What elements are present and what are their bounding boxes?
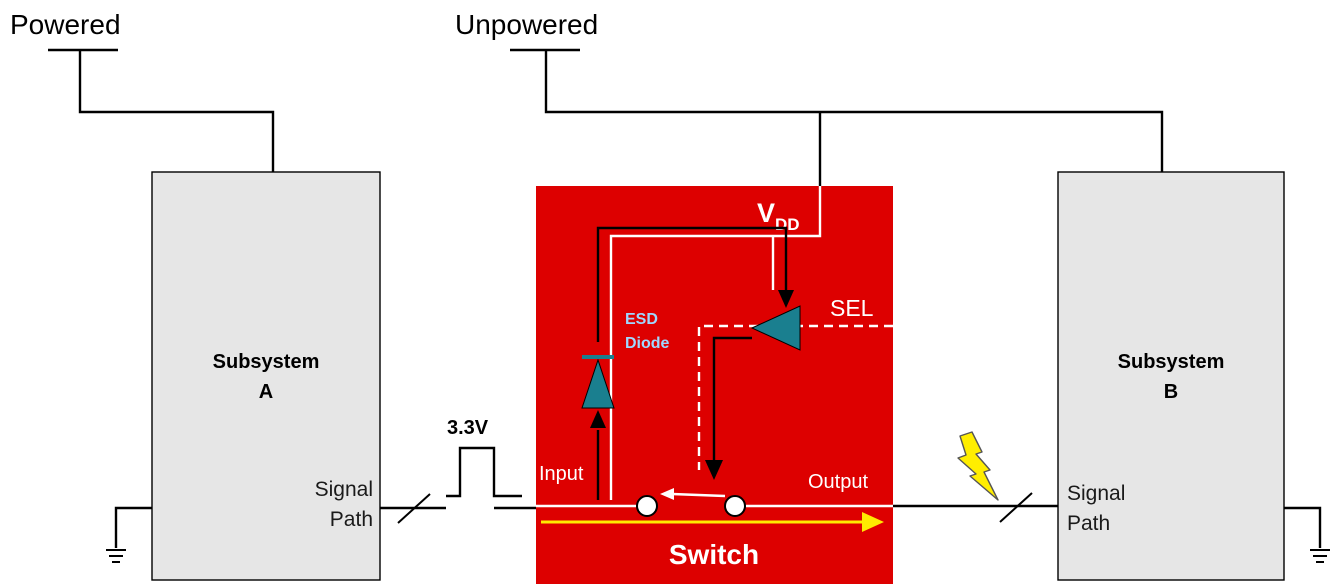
- vdd-rail-internal: [609, 186, 822, 500]
- diode-arrow-head: [778, 290, 794, 308]
- esd-diode-icon: [581, 355, 615, 409]
- ground-icon: [1284, 506, 1330, 563]
- unpowered-label: Unpowered: [455, 9, 598, 40]
- subsystem-b: Subsystem B Signal Path: [1057, 171, 1285, 581]
- buffer-arrow-head: [705, 460, 723, 480]
- subsystem-b-signal-label: Signal: [1067, 482, 1125, 505]
- subsystem-b-letter: B: [1164, 381, 1178, 403]
- subsystem-a-signal-label: Signal: [315, 478, 373, 501]
- powered-rail: [48, 48, 275, 172]
- pulse-voltage-label: 3.3V: [447, 417, 489, 439]
- bus-slash-a: [397, 493, 431, 524]
- sel-label: SEL: [830, 295, 874, 321]
- bus-slash-b: [999, 492, 1033, 523]
- subsystem-a-path-label: Path: [330, 508, 373, 531]
- buffer-to-switch-wire: [712, 336, 752, 462]
- ground-icon: [106, 506, 152, 563]
- subsystem-a-title: Subsystem: [213, 351, 320, 373]
- esd-label-line2: Diode: [625, 335, 670, 352]
- sel-control-line: [697, 324, 893, 470]
- subsystem-a: Subsystem A Signal Path: [151, 171, 381, 581]
- signal-flow-arrow-head: [862, 512, 884, 532]
- switch-contact-right: [724, 495, 746, 517]
- subsystem-b-path-label: Path: [1067, 512, 1110, 535]
- vdd-label: VDD: [757, 198, 800, 234]
- sel-buffer-icon: [750, 305, 801, 351]
- output-label: Output: [808, 471, 868, 493]
- switch-arm: [671, 492, 726, 498]
- switch-contact-left: [636, 495, 658, 517]
- pulse-waveform: [446, 446, 522, 498]
- switch-arm-arrow: [660, 488, 674, 500]
- esd-label-line1: ESD: [625, 311, 658, 328]
- unpowered-rail: [510, 48, 1164, 186]
- lightning-bolt-icon: [957, 431, 999, 501]
- powered-label: Powered: [10, 9, 121, 40]
- subsystem-a-letter: A: [259, 381, 273, 403]
- switch-block: VDD ESD Diode SEL Input Output: [536, 186, 893, 584]
- esd-diode-wire: [596, 226, 788, 342]
- subsystem-b-title: Subsystem: [1118, 351, 1225, 373]
- input-arrow-head: [590, 410, 606, 428]
- switch-title: Switch: [669, 539, 759, 570]
- input-label: Input: [539, 463, 584, 485]
